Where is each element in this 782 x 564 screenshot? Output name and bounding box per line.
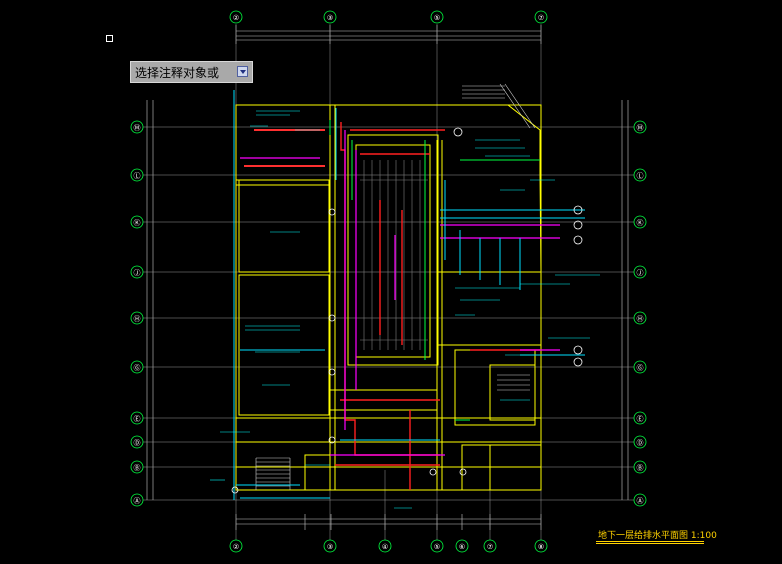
axis-label-left: Ⓓ bbox=[134, 439, 141, 447]
axis-label-bottom: ④ bbox=[382, 543, 388, 551]
axis-label-right: Ⓑ bbox=[637, 464, 644, 472]
drainage-pipes bbox=[240, 130, 560, 456]
axis-label-left: Ⓑ bbox=[134, 464, 141, 472]
axis-label-left: Ⓖ bbox=[134, 364, 141, 372]
axis-label-left: Ⓐ bbox=[134, 497, 141, 505]
drawing-scale: 1:100 bbox=[690, 531, 717, 541]
axis-bubbles-top bbox=[229, 10, 548, 24]
valve-symbols bbox=[231, 127, 583, 494]
axis-bubbles-left bbox=[130, 120, 144, 507]
axis-bubbles-right bbox=[633, 120, 647, 507]
axis-label-right: Ⓗ bbox=[637, 315, 644, 323]
axis-label-bottom: ② bbox=[233, 543, 239, 551]
walls bbox=[235, 104, 542, 491]
axis-label-left: Ⓔ bbox=[134, 415, 141, 423]
title-underline bbox=[596, 543, 704, 544]
axis-label-top: ② bbox=[233, 14, 239, 22]
command-prompt-tooltip[interactable]: 选择注释对象或 bbox=[130, 61, 253, 83]
axis-label-bottom: ⑥ bbox=[459, 543, 465, 551]
grid-axes bbox=[140, 24, 640, 540]
axis-label-top: ③ bbox=[327, 14, 333, 22]
axis-label-left: Ⓙ bbox=[134, 269, 141, 277]
axis-label-left: Ⓗ bbox=[134, 315, 141, 323]
axis-label-bottom: ⑧ bbox=[538, 543, 544, 551]
axis-label-right: Ⓛ bbox=[637, 172, 644, 180]
axis-label-right: Ⓙ bbox=[637, 269, 644, 277]
drawing-title: 地下一层给排水平面图 1:100 bbox=[598, 528, 717, 541]
title-underline bbox=[596, 541, 704, 542]
dropdown-arrow-icon[interactable] bbox=[237, 66, 248, 77]
cursor-pickbox bbox=[106, 35, 113, 42]
axis-label-right: Ⓔ bbox=[637, 415, 644, 423]
command-prompt-text: 选择注释对象或 bbox=[135, 65, 220, 80]
dimension-top bbox=[235, 25, 542, 44]
dimension-bottom bbox=[235, 514, 542, 530]
axis-label-top: ⑤ bbox=[434, 14, 440, 22]
axis-label-left: Ⓛ bbox=[134, 172, 141, 180]
axis-label-right: Ⓜ bbox=[637, 124, 644, 132]
hatched-wall-segments bbox=[244, 129, 325, 167]
axis-label-right: Ⓖ bbox=[637, 364, 644, 372]
water-supply-pipes bbox=[233, 90, 585, 500]
dimension-sides bbox=[146, 100, 629, 500]
axis-label-bottom: ⑦ bbox=[487, 543, 493, 551]
axis-label-bottom: ③ bbox=[327, 543, 333, 551]
axis-label-left: Ⓚ bbox=[134, 219, 141, 227]
axis-label-right: Ⓓ bbox=[637, 439, 644, 447]
drawing-title-text: 地下一层给排水平面图 bbox=[598, 531, 689, 541]
pool-grid bbox=[360, 160, 428, 350]
axis-label-right: Ⓚ bbox=[637, 219, 644, 227]
annotation-marks bbox=[210, 110, 600, 509]
green-accents bbox=[329, 120, 540, 421]
axis-label-right: Ⓐ bbox=[637, 497, 644, 505]
axis-bubbles-bottom bbox=[229, 539, 548, 553]
axis-label-left: Ⓜ bbox=[134, 124, 141, 132]
axis-label-bottom: ⑤ bbox=[434, 543, 440, 551]
axis-label-top: ⑦ bbox=[538, 14, 544, 22]
